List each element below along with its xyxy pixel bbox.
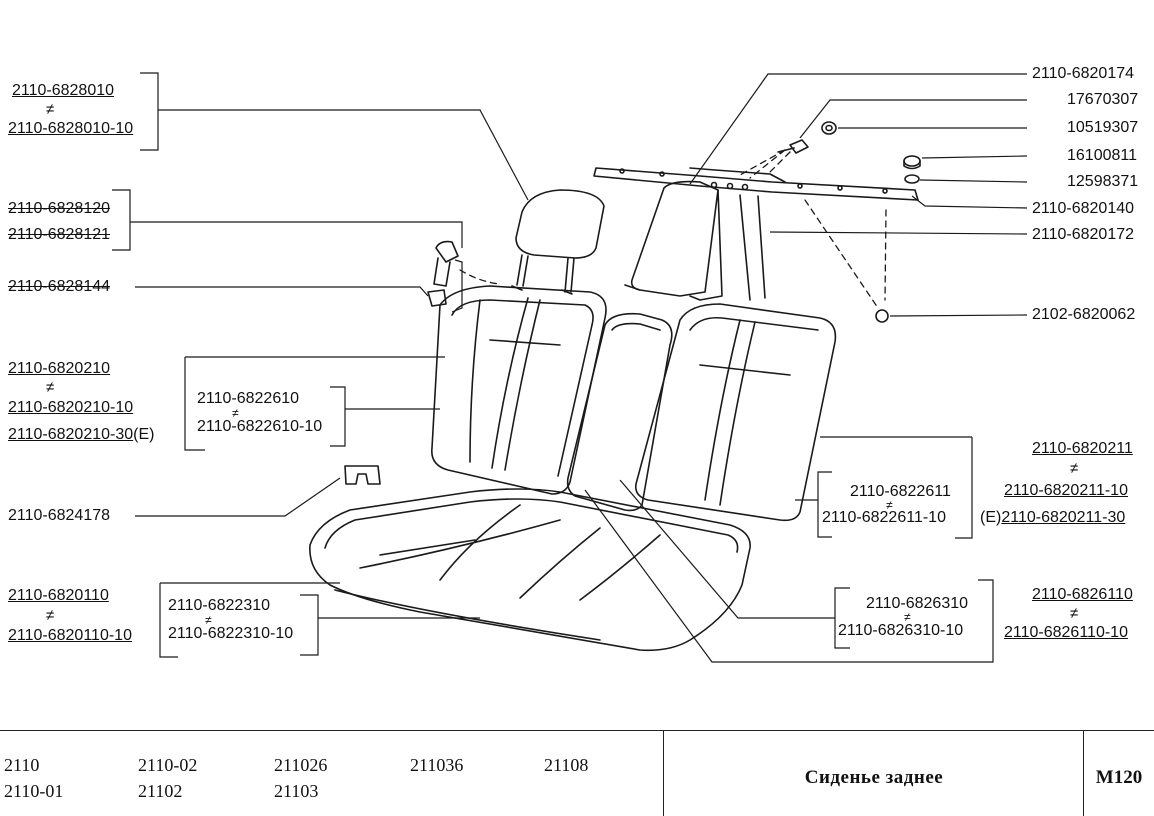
nut-2 [904,174,920,184]
not-equal-sign: ≠ [1070,605,1079,622]
label-r4: 16100811 [1067,147,1137,164]
label-guide-1: 2110-6828120 [8,200,111,217]
not-equal-sign: ≠ [46,101,55,118]
not-equal-sign: ≠ [46,607,55,624]
label-armrest-2: 2110-6826110-10 [1004,624,1128,641]
label-r6: 2110-6820140 [1032,200,1135,217]
label-back-left-2: 2110-6820210-10 [8,399,134,416]
washer [821,121,837,135]
label-cushion-2: 2110-6820110-10 [8,627,132,644]
footer-divider [663,731,664,816]
not-equal-sign: ≠ [205,613,212,627]
not-equal-sign: ≠ [904,610,911,624]
bracket-part [344,465,381,485]
rear-seat-exploded-diagram [112,72,1028,663]
label-back-right-3-prefix: (E) [980,509,1002,526]
label-bracket: 2110-6824178 [8,507,111,524]
label-headrest-1: 2110-6828010 [12,82,115,99]
headrest-guide [427,240,459,307]
label-back-left-3-suffix: (E) [133,426,155,443]
seat-frame-bar [593,167,919,301]
model-code: 21108 [544,755,589,775]
label-guide-2: 2110-6828121 [8,226,111,243]
label-back-left-cover-2: 2110-6822610-10 [197,418,323,435]
model-code: 211026 [274,755,328,775]
backrest-left [431,285,607,495]
label-armrest-cover-1: 2110-6826310 [866,595,969,612]
model-code: 211036 [410,755,464,775]
label-back-left-3: 2110-6820210-30(E) [8,426,154,444]
backrest-right [634,303,837,522]
label-back-right-2: 2110-6820211-10 [1004,482,1128,499]
model-code: 21102 [138,781,183,801]
label-cushion-cover-1: 2110-6822310 [168,597,271,614]
page-code: M120 [1095,767,1143,788]
label-cushion-1: 2110-6820110 [8,587,109,604]
footer-divider [1083,731,1084,816]
not-equal-sign: ≠ [46,379,55,396]
model-code: 2110 [4,755,40,775]
label-armrest-cover-2: 2110-6826310-10 [838,622,964,639]
label-guide-3: 2110-6828144 [8,278,111,295]
not-equal-sign: ≠ [1070,460,1079,477]
label-r8: 2102-6820062 [1032,306,1136,323]
center-armrest [566,312,673,512]
label-back-right-cover-1: 2110-6822611 [850,483,951,500]
label-r2: 17670307 [1067,91,1139,108]
label-headrest-2: 2110-6828010-10 [8,120,134,137]
model-code: 2110-02 [138,755,198,775]
seat-cushion [309,488,751,652]
label-r1: 2110-6820174 [1032,65,1135,82]
label-r5: 12598371 [1067,173,1139,190]
model-code: 2110-01 [4,781,64,801]
label-r3: 10519307 [1067,119,1139,136]
label-r7: 2110-6820172 [1032,226,1135,243]
label-back-right-1: 2110-6820211 [1032,440,1133,457]
title-block: 2110 2110-02 211026 211036 21108 2110-01… [0,730,1154,816]
headrest [511,189,605,295]
plug [875,309,889,323]
label-back-right-3-code: 2110-6820211-30 [1001,509,1126,526]
page-title: Сиденье заднее [804,767,944,788]
label-back-right-cover-2: 2110-6822611-10 [822,509,946,526]
bolt [777,139,809,154]
label-armrest-1: 2110-6826110 [1032,586,1133,603]
label-cushion-cover-2: 2110-6822310-10 [168,625,294,642]
not-equal-sign: ≠ [232,406,239,420]
nut-1 [903,155,921,170]
label-back-left-1: 2110-6820210 [8,360,111,377]
not-equal-sign: ≠ [886,498,893,512]
label-back-left-3-code: 2110-6820210-30 [8,426,134,443]
model-code: 21103 [274,781,319,801]
label-back-right-3: (E)2110-6820211-30 [980,509,1125,527]
label-back-left-cover-1: 2110-6822610 [197,390,300,407]
